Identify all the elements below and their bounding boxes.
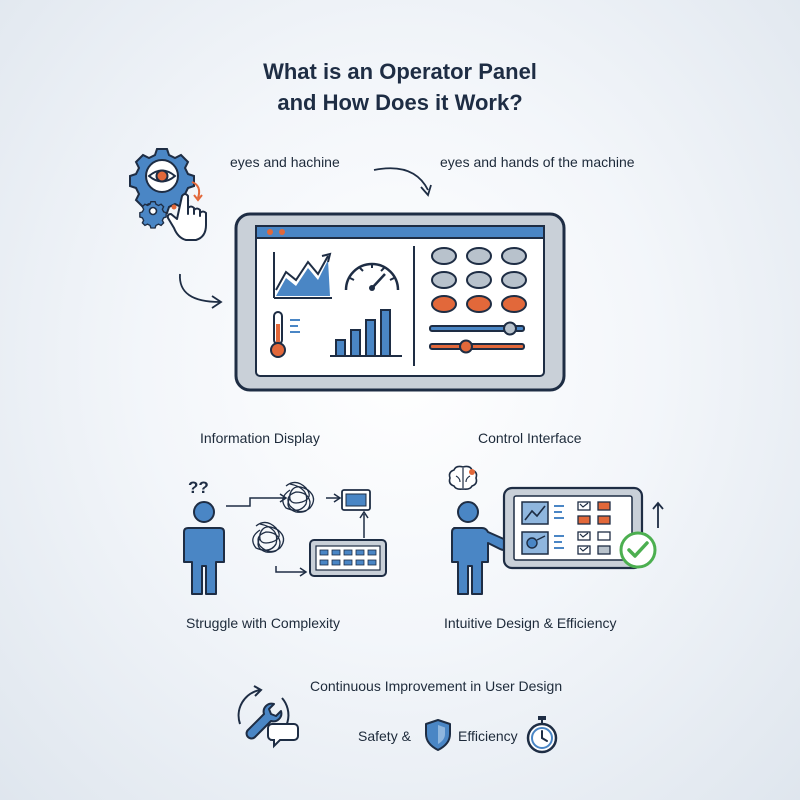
tangle-icon	[226, 481, 387, 577]
brain-icon	[448, 465, 478, 490]
title-line-2: and How Does it Work?	[277, 90, 523, 115]
label-continuous-improvement: Continuous Improvement in User Design	[310, 678, 563, 694]
wrench-chat-icon	[237, 685, 299, 749]
eye-gear-icon	[129, 148, 195, 214]
panel-sliders	[429, 321, 525, 354]
panel-buttons	[431, 247, 527, 313]
chat-bubble-icon	[267, 723, 299, 749]
control-tablet	[502, 486, 644, 570]
stopwatch-icon	[526, 716, 558, 754]
label-struggle: Struggle with Complexity	[186, 615, 341, 631]
wrench-icon	[245, 702, 283, 740]
label-eyes-machine: eyes and hachine	[230, 154, 340, 170]
orange-curve-arrow-icon	[191, 181, 203, 202]
gauge-icon	[344, 262, 400, 291]
label-efficiency: Efficiency	[458, 728, 518, 744]
checkmark-icon	[619, 531, 657, 569]
left-curved-arrow-icon	[179, 273, 223, 309]
label-eyes-hands: eyes and hands of the machine	[440, 154, 635, 170]
label-information-display: Information Display	[200, 430, 320, 446]
page-title: What is an Operator Panel and How Does i…	[0, 56, 800, 118]
line-chart-icon	[273, 252, 332, 299]
title-line-1: What is an Operator Panel	[263, 59, 537, 84]
up-arrow-icon	[652, 501, 664, 528]
label-intuitive: Intuitive Design & Efficiency	[444, 615, 617, 631]
small-gear-icon	[139, 200, 167, 229]
person-icon	[183, 501, 225, 595]
label-safety: Safety &	[358, 728, 411, 744]
label-control-interface: Control Interface	[478, 430, 582, 446]
question-marks: ??	[188, 478, 209, 497]
bar-chart-icon	[330, 309, 402, 357]
shield-icon	[425, 719, 451, 751]
pointing-person-icon	[451, 501, 511, 595]
curved-arrow-icon	[373, 167, 432, 197]
operator-panel	[234, 212, 566, 392]
hand-pointer-icon	[166, 193, 207, 241]
thermometer-icon	[270, 311, 300, 358]
small-orange-dot-icon	[171, 204, 177, 210]
